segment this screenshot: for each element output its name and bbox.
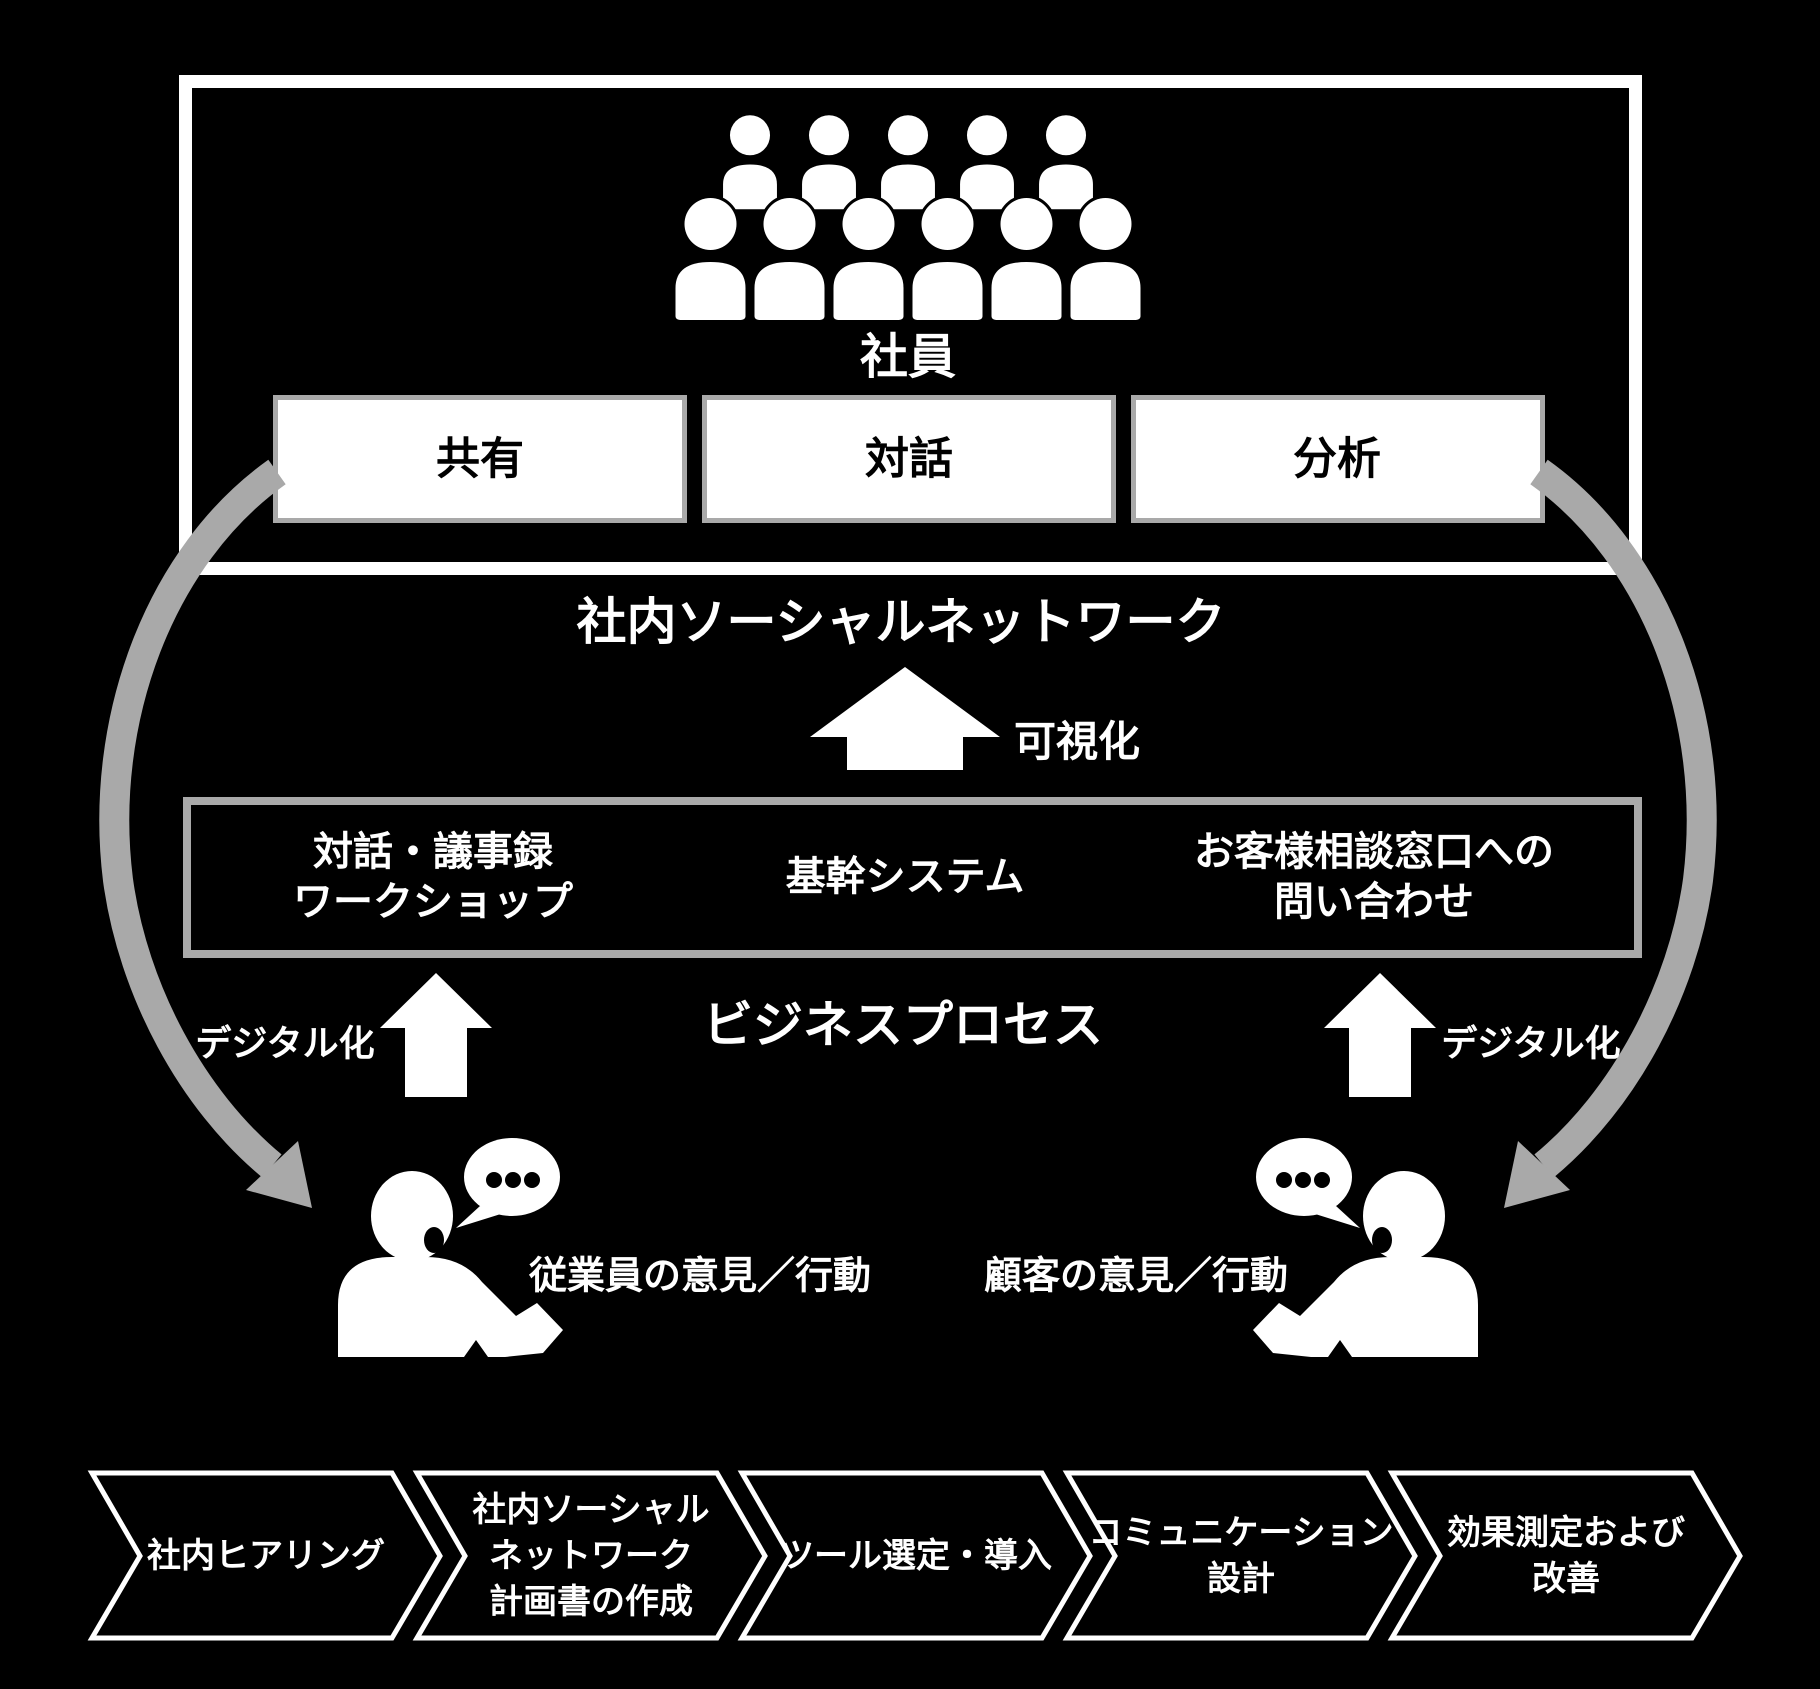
- chevron-step-3: [737, 1470, 1093, 1641]
- channel-dialogue-label: 対話: [865, 433, 953, 485]
- digitization-left-label: デジタル化: [195, 1023, 375, 1065]
- channel-box-analysis: [1131, 395, 1545, 523]
- chevron-step-2: [412, 1470, 768, 1641]
- network-title: 社内ソーシャルネットワーク: [576, 592, 1226, 651]
- chevron-step-4: [1062, 1470, 1418, 1641]
- employees-frame: [179, 75, 1642, 575]
- customer-voice-label: 顧客の意見／行動: [983, 1253, 1289, 1298]
- visualization-label: 可視化: [1013, 716, 1141, 766]
- visualization-up-arrow-icon: [810, 667, 1000, 770]
- roadmap-step-1-label: 社内ヒアリング: [147, 1536, 385, 1576]
- channel-box-share: [273, 395, 687, 523]
- chevron-step-5: [1387, 1470, 1743, 1641]
- employee-voice-label: 従業員の意見／行動: [528, 1253, 872, 1298]
- business-process-label: ビジネスプロセス: [703, 995, 1103, 1054]
- people-crowd-icon: [676, 115, 1141, 320]
- roadmap-step-2-label: 社内ソーシャル ネットワーク 計画書の作成: [472, 1490, 710, 1622]
- channel-analysis-label: 分析: [1293, 433, 1381, 485]
- roadmap-chevrons: [87, 1470, 1743, 1641]
- roadmap-step-3-label: ツール選定・導入: [780, 1536, 1052, 1576]
- systems-item-customer-desk: お客様相談窓口への 問い合わせ: [1194, 829, 1554, 925]
- roadmap-step-5-label: 効果測定および改善: [1447, 1513, 1685, 1599]
- employees-label: 社員: [859, 329, 957, 385]
- systems-item-workshop: 対話・議事録 ワークショップ: [293, 829, 573, 925]
- channel-box-dialogue: [702, 395, 1116, 523]
- digitization-right-label: デジタル化: [1441, 1023, 1621, 1065]
- systems-box: [183, 797, 1642, 958]
- channel-share-label: 共有: [436, 433, 524, 485]
- roadmap-step-4-label: コミュニケーション 設計: [1088, 1513, 1394, 1599]
- systems-item-core-system: 基幹システム: [785, 854, 1025, 900]
- chevron-step-1: [87, 1470, 443, 1641]
